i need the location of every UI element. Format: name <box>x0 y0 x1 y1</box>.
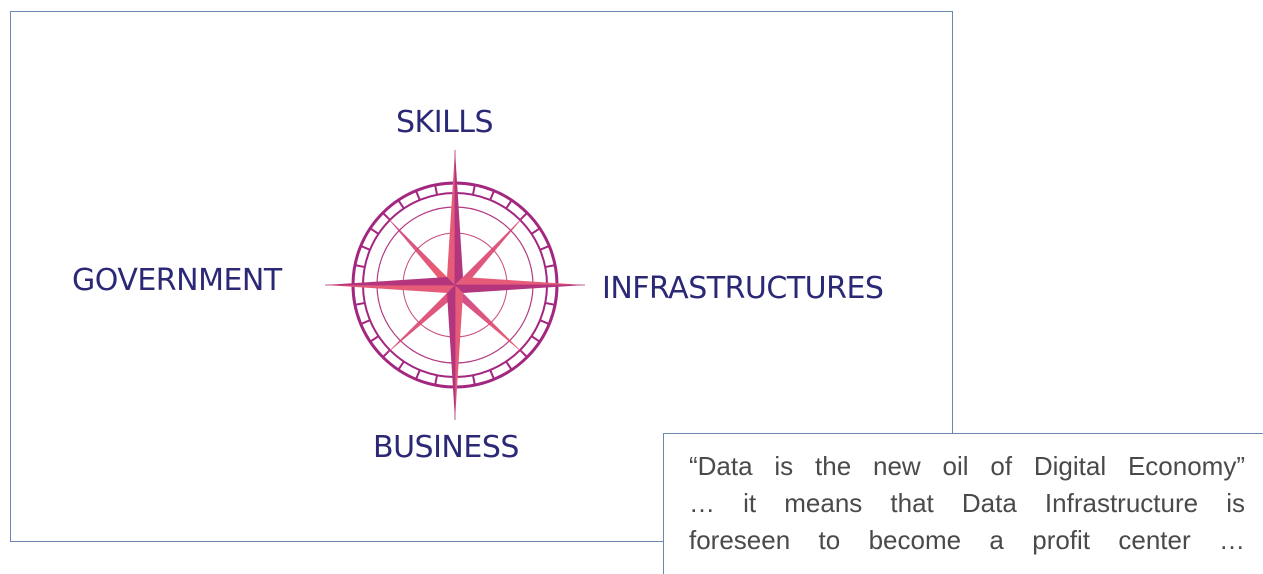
compass-tick <box>434 184 439 195</box>
compass-tick <box>530 227 541 235</box>
compass-tick <box>471 375 476 386</box>
compass-label-infrastructures: INFRASTRUCTURES <box>602 271 884 306</box>
compass-tick <box>397 360 405 371</box>
compass-tick <box>519 212 528 221</box>
compass-tick <box>489 190 495 201</box>
compass-tick <box>369 335 380 343</box>
compass-tick <box>489 369 495 380</box>
compass-tick <box>471 184 476 195</box>
compass-tick <box>369 227 380 235</box>
compass-tick <box>530 335 541 343</box>
compass-tick <box>360 319 371 325</box>
compass-tick <box>539 245 550 251</box>
compass-tick <box>354 301 365 306</box>
compass-tick <box>505 360 513 371</box>
compass-tick <box>415 369 421 380</box>
compass-diagonal-star <box>385 215 525 355</box>
compass-label-government: GOVERNMENT <box>72 263 282 298</box>
quote-line-3: foreseen to become a profit center … <box>689 525 1245 555</box>
quote-callout: “Data is the new oil of Digital Economy”… <box>663 433 1263 574</box>
compass-rose-icon <box>325 150 585 420</box>
compass-tick <box>505 199 513 210</box>
quote-line-2: … it means that Data Infrastructure is <box>689 488 1245 518</box>
compass-tick <box>354 264 365 269</box>
compass-tick <box>545 301 556 306</box>
compass-tick <box>545 264 556 269</box>
compass-tick <box>434 375 439 386</box>
compass-label-business: BUSINESS <box>373 430 519 465</box>
quote-line-1: “Data is the new oil of Digital Economy” <box>689 451 1245 481</box>
compass-tick <box>397 199 405 210</box>
compass-tick <box>539 319 550 325</box>
compass-main-star <box>325 150 585 420</box>
compass-tick <box>360 245 371 251</box>
compass-tick <box>415 190 421 201</box>
compass-label-skills: SKILLS <box>396 105 494 140</box>
